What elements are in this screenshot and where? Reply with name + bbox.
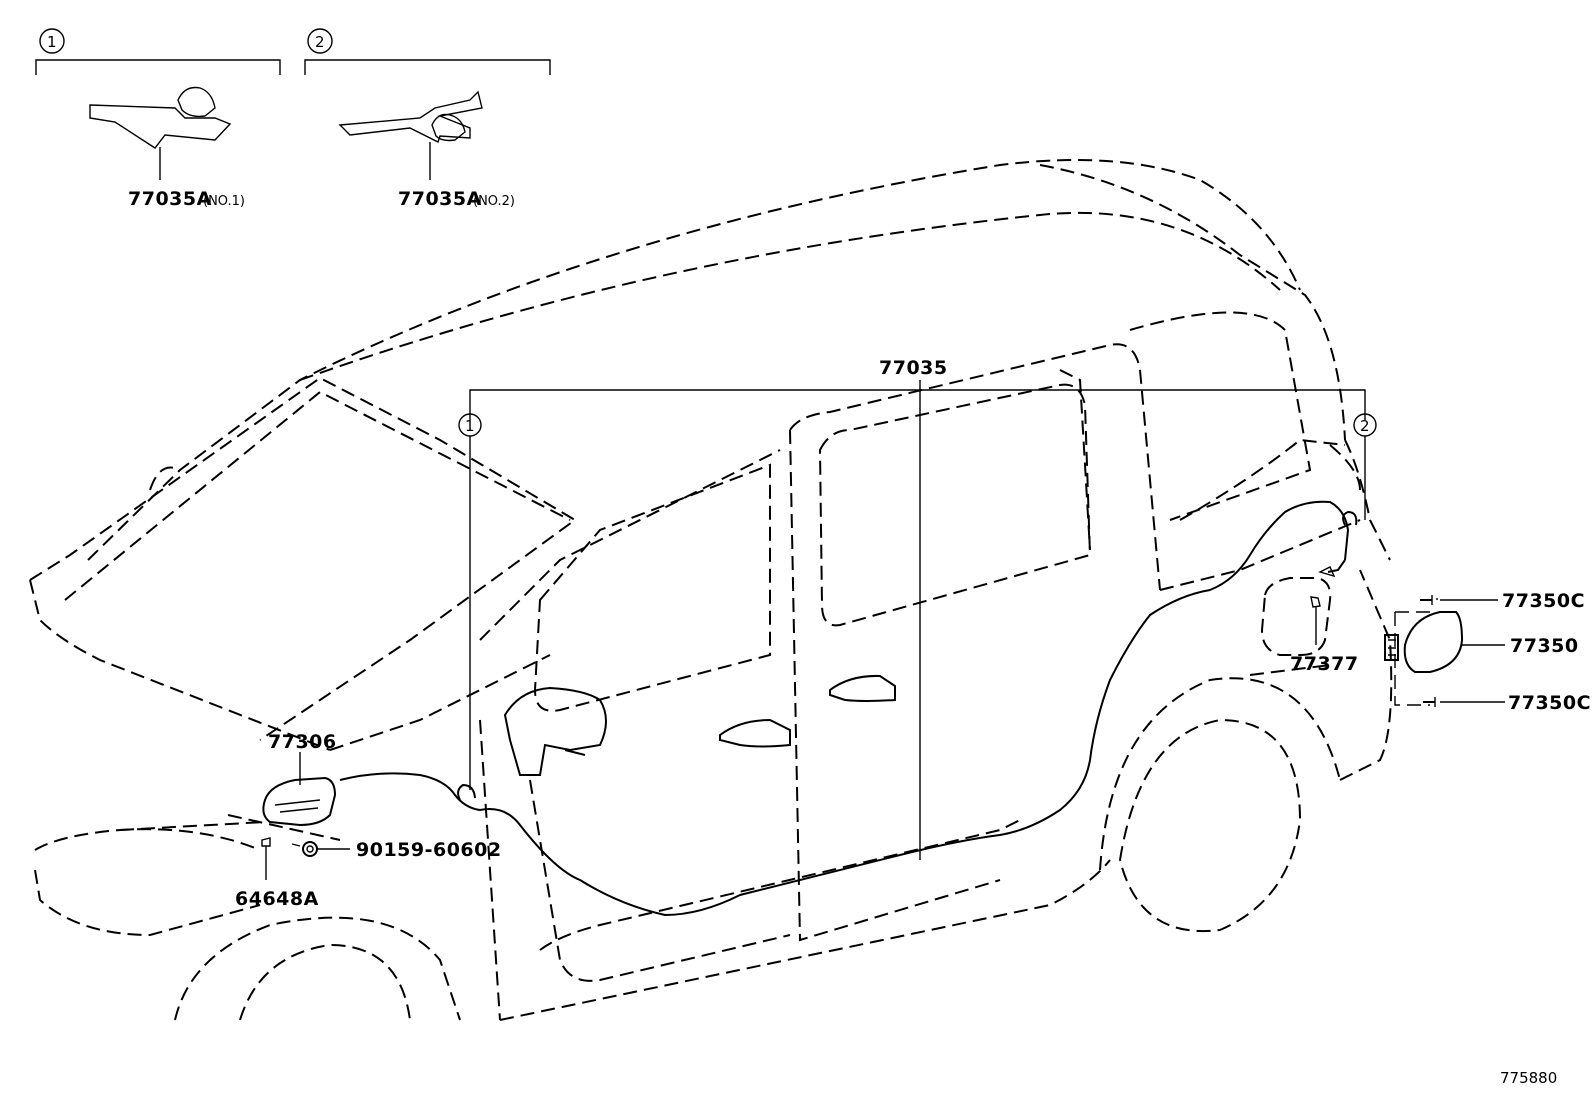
part-77306-label: 77306 <box>268 731 337 753</box>
part-77035a-no1-note: (NO.1) <box>203 194 245 209</box>
harness-77035 <box>339 500 1358 917</box>
opener-77306: 77306 <box>119 731 341 841</box>
part-77035-label: 77035 <box>879 357 948 379</box>
callout-1-label: 1 <box>47 33 57 51</box>
detail-bracket-2: 2 77035A (NO.2) <box>304 28 551 210</box>
leader-77035: 77035 1 2 <box>458 357 1377 860</box>
part-77350c-bottom-label: 77350C <box>1508 692 1591 714</box>
part-77350-label: 77350 <box>1510 635 1579 657</box>
part-77035a-no2-note: (NO.2) <box>473 194 515 209</box>
fuel-lid-assy: 77350 77350C 77350C <box>1384 590 1591 714</box>
part-77035a-no1-label: 77035A <box>128 188 212 210</box>
clamp-64648a: 64648A <box>235 837 319 910</box>
callout-2-harness: 2 <box>1360 417 1370 435</box>
part-64648a-label: 64648A <box>235 888 319 910</box>
clip-90159-60602: 90159-60602 <box>291 839 502 861</box>
vehicle-outline <box>29 159 1393 1021</box>
part-77035a-no2-label: 77035A <box>398 188 482 210</box>
callout-1-harness: 1 <box>465 417 475 435</box>
part-77377-label: 77377 <box>1290 653 1359 675</box>
part-90159-60602-label: 90159-60602 <box>356 839 502 861</box>
callout-2-label: 2 <box>315 33 325 51</box>
illustration-ref: 775880 <box>1500 1069 1557 1087</box>
part-77350c-top-label: 77350C <box>1502 590 1585 612</box>
spring-77377: 77377 <box>1290 596 1359 675</box>
detail-bracket-1: 1 77035A (NO.1) <box>35 28 281 210</box>
